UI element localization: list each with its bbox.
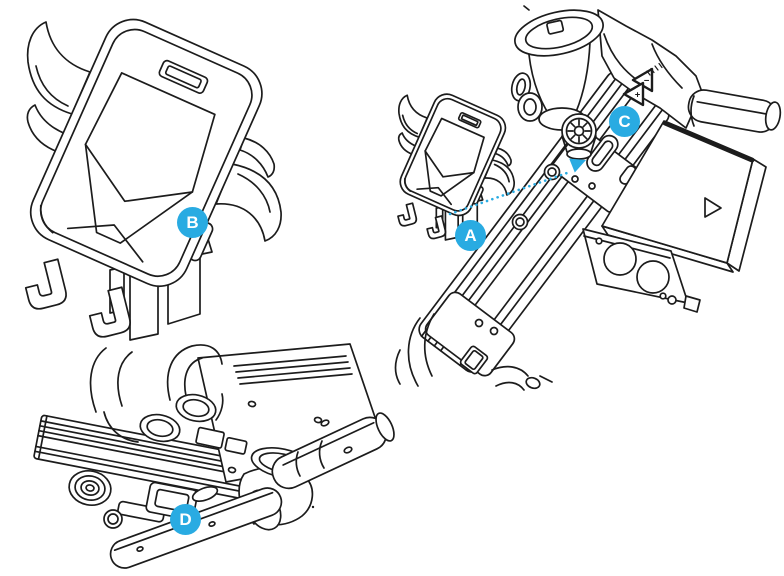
callout-a-label: A	[464, 226, 477, 245]
callout-c-label: C	[618, 112, 631, 131]
minus-glyph: −	[644, 76, 650, 87]
handlebar-grip	[687, 89, 782, 133]
console-underside-view	[33, 343, 395, 569]
screen-marker-triangle	[704, 197, 722, 218]
speed-up-button	[622, 81, 645, 107]
locking-knob	[561, 113, 597, 160]
callout-d: D	[170, 504, 201, 535]
callout-d-label: D	[179, 510, 192, 529]
leader-arrowhead	[569, 158, 586, 173]
scorecard-console	[582, 228, 701, 313]
display-screen	[601, 120, 767, 273]
cup-holder-post	[510, 9, 604, 131]
callout-b-label: B	[186, 213, 199, 232]
plus-glyph: +	[635, 90, 641, 101]
mount-slot	[586, 134, 619, 172]
sketch-dot	[311, 505, 315, 509]
speed-buttons: − +	[622, 62, 663, 107]
cup-holder-underside	[89, 344, 224, 443]
phone-holder-detail-view	[20, 9, 282, 341]
underside-knob	[68, 469, 112, 507]
leader-dotted-line	[448, 171, 569, 216]
callout-b: B	[177, 207, 208, 238]
callout-a: A	[455, 220, 486, 251]
mount-leader	[448, 158, 586, 216]
trolley-console-view: − +	[394, 5, 782, 391]
phone-holder-small	[394, 88, 516, 241]
handle-grip-right	[271, 412, 395, 490]
fold-mechanism	[394, 291, 553, 391]
callout-c: C	[609, 106, 640, 137]
